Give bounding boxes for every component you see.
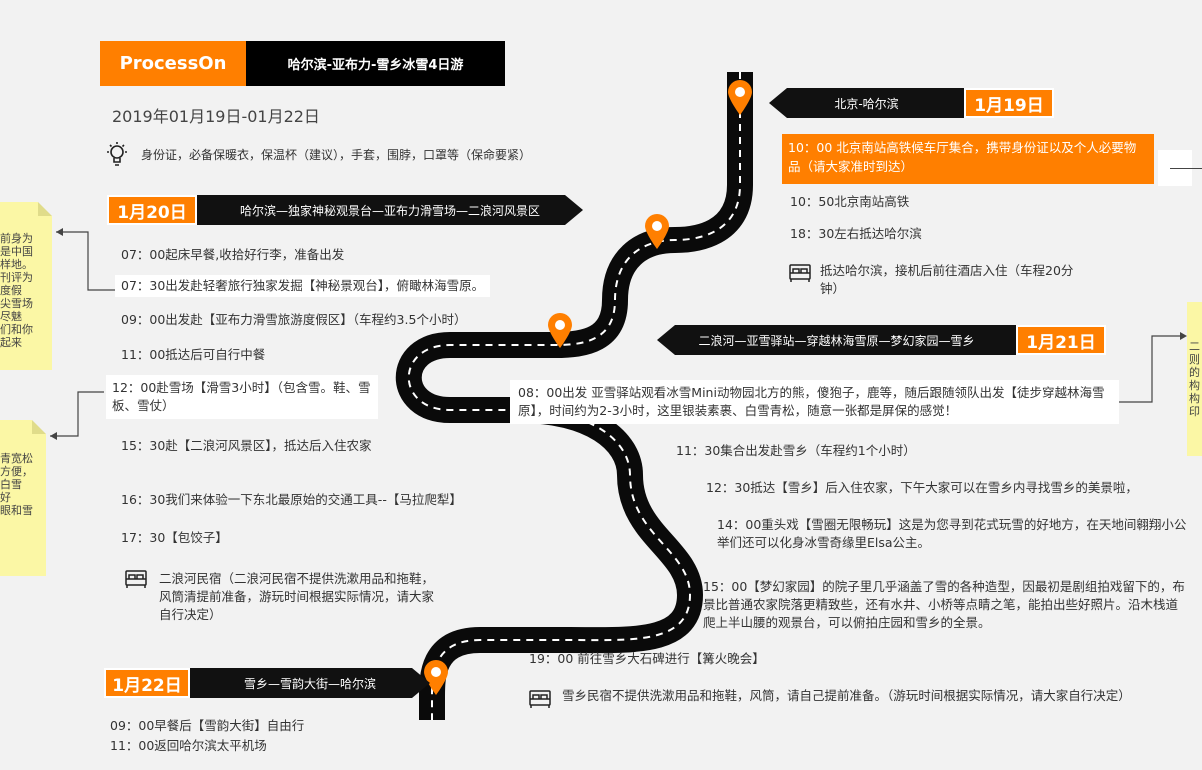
day1-lodging: 抵达哈尔滨，接机后前往酒店入住（车程20分钟） [820,262,1088,298]
day3-item: 08：00出发 亚雪驿站观看冰雪Mini动物园北方的熊，傻狍子，鹿等，随后跟随领… [510,380,1119,424]
day3-item: 15：00【梦幻家园】的院子里几乎涵盖了雪的各种造型，因最初是剧组拍戏留下的，布… [703,578,1187,632]
day2-item: 12：00赴雪场【滑雪3小时】（包含雪。鞋、雪板、雪仗） [106,375,378,419]
day3-item: 19：00 前往雪乡大石碑进行【篝火晚会】 [529,650,765,668]
map-pin-icon [423,660,449,696]
day2-item: 16：30我们来体验一下东北最原始的交通工具--【马拉爬犁】 [121,491,462,509]
day2-item: 07：00起床早餐,收拾好行李，准备出发 [121,246,344,264]
trip-title: 哈尔滨-亚布力-雪乡冰雪4日游 [246,41,505,86]
day3-item: 12：30抵达【雪乡】后入住农家，下午大家可以在雪乡内寻找雪乡的美景啦， [706,479,1138,497]
map-pin-icon [644,214,670,250]
trip-dates: 2019年01月19日-01月22日 [112,106,320,128]
day1-route-banner: 北京-哈尔滨 [769,88,964,118]
map-pin-icon [727,80,753,116]
bed-icon [124,568,148,590]
day1-date-badge: 1月19日 [964,88,1054,118]
day1-highlight: 10：00 北京南站高铁候车厅集合，携带身份证以及个人必要物品（请大家准时到达） [782,134,1154,184]
connector-line [1110,320,1190,410]
connector-line [1170,168,1202,169]
day3-item: 11：30集合出发赴雪乡（车程约1个小时） [676,442,916,460]
bed-icon [788,262,812,284]
day4-route-banner: 雪乡—雪韵大街—哈尔滨 [190,668,430,698]
day3-lodging: 雪乡民宿不提供洗漱用品和拖鞋，风筒，请自己提前准备。（游玩时间根据实际情况，请大… [562,687,1142,705]
packing-tips: 身份证，必备保暖衣，保温杯（建议），手套，围脖，口罩等（保命要紧） [141,146,531,164]
connector-line [0,0,120,450]
day3-item: 14：00重头戏【雪圈无限畅玩】这是为您寻到花式玩雪的好地方，在天地间翱翔小公举… [717,516,1187,552]
day1-item: 10：50北京南站高铁 [790,193,909,211]
day4-item: 11：00返回哈尔滨太平机场 [110,737,267,755]
day2-lodging: 二浪河民宿（二浪河民宿不提供洗漱用品和拖鞋，风筒清提前准备，游玩时间根据实际情况… [159,570,444,624]
day3-date-badge: 1月21日 [1016,325,1106,355]
brand-logo: ProcessOn [100,41,246,86]
day2-item: 15：30赴【二浪河风景区】，抵达后入住农家 [121,437,391,455]
day2-item: 11：00抵达后可自行中餐 [121,346,265,364]
day1-item: 18：30左右抵达哈尔滨 [790,225,922,243]
day2-item: 07：30出发赴轻奢旅行独家发掘【神秘景观台】，俯瞰林海雪原。 [115,275,490,297]
day4-item: 09：00早餐后【雪韵大街】自由行 [110,717,304,735]
day2-route-banner: 哈尔滨—独家神秘观景台—亚布力滑雪场—二浪河风景区 [197,195,583,225]
day2-date-badge: 1月20日 [107,195,197,225]
day3-route-banner: 二浪河—亚雪驿站—穿越林海雪原—梦幻家园—雪乡 [657,325,1016,355]
map-pin-icon [547,313,573,349]
day4-date-badge: 1月22日 [104,668,190,698]
day2-item: 09：00出发赴【亚布力滑雪旅游度假区】（车程约3.5个小时） [121,311,466,329]
day2-item: 17：30【包饺子】 [121,529,228,547]
bed-icon [528,688,552,710]
